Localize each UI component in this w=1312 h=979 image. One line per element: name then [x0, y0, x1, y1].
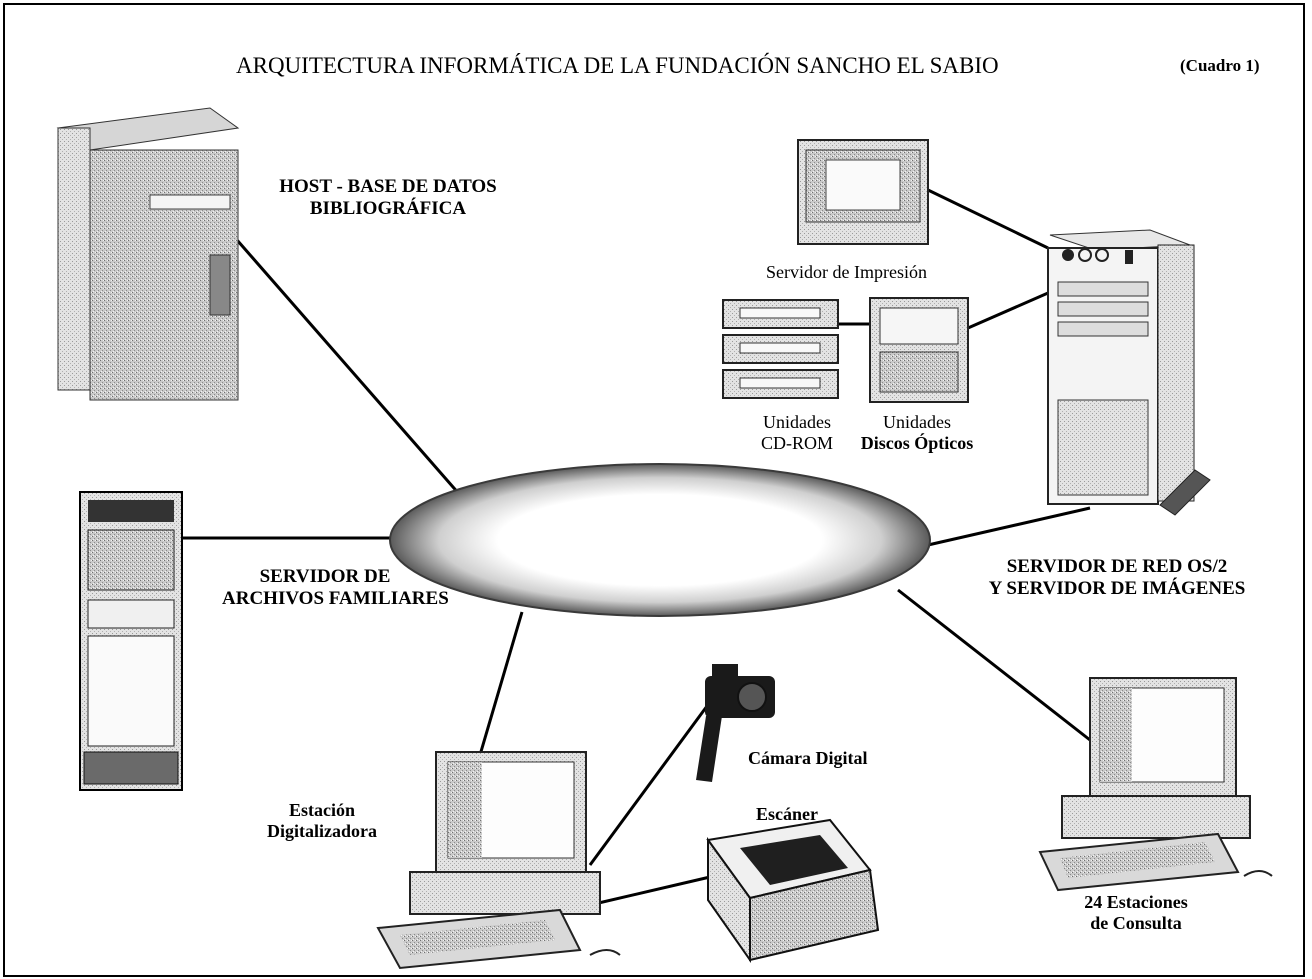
network-server-label: SERVIDOR DE RED OS/2 Y SERVIDOR DE IMÁGE… — [980, 556, 1254, 601]
host-label-line1: HOST - BASE DE DATOS — [279, 176, 497, 197]
file-server-label: SERVIDOR DE ARCHIVOS FAMILIARES — [222, 566, 449, 611]
host-label-line2: BIBLIOGRÁFICA — [309, 198, 467, 220]
network-hub — [389, 463, 931, 617]
link-camera — [588, 701, 712, 866]
optical-label-line2: Discos Ópticos — [860, 433, 974, 454]
connection-lines — [180, 188, 1091, 907]
camera-icon — [696, 664, 775, 782]
link-scan-station — [478, 611, 524, 756]
consult-label-line1: 24 Estaciones — [1084, 892, 1188, 912]
link-host — [235, 239, 462, 496]
consult-label-line2: de Consulta — [1090, 913, 1182, 934]
host-label: HOST - BASE DE DATOS BIBLIOGRÁFICA — [270, 176, 506, 221]
diagram-frame — [3, 3, 1305, 977]
link-print-server — [927, 188, 1049, 250]
link-consult — [897, 588, 1091, 742]
optical-label: Unidades Discos Ópticos — [850, 412, 984, 454]
scan-station-label-line1: Estación — [288, 800, 355, 820]
link-optical — [967, 291, 1049, 330]
cdrom-label: Unidades CD-ROM — [752, 412, 842, 454]
workstation-icon — [1038, 677, 1273, 892]
tower-server-icon — [1047, 229, 1211, 516]
scan-station-label: Estación Digitalizadora — [262, 800, 382, 842]
link-network-server — [927, 506, 1091, 547]
diagram-title: ARQUITECTURA INFORMÁTICA DE LA FUNDACIÓN… — [236, 53, 999, 78]
cdrom-label-line2: CD-ROM — [760, 433, 833, 454]
network-server-label-line2: Y SERVIDOR DE IMÁGENES — [988, 578, 1246, 600]
figure-tag: (Cuadro 1) — [1180, 56, 1260, 75]
print-server-label: Servidor de Impresión — [766, 262, 927, 282]
workstation-icon — [376, 751, 621, 970]
scanner-label: Escáner — [756, 804, 818, 824]
file-server-label-line2: ARCHIVOS FAMILIARES — [222, 588, 449, 610]
server-rack-icon — [79, 491, 183, 791]
cdrom-label-line1: Unidades — [763, 412, 831, 432]
consult-label: 24 Estaciones de Consulta — [1066, 892, 1206, 934]
camera-label: Cámara Digital — [748, 748, 868, 768]
link-scanner — [589, 875, 711, 907]
scanner-icon — [706, 818, 880, 964]
file-server-label-line1: SERVIDOR DE — [259, 566, 391, 587]
scan-station-label-line2: Digitalizadora — [267, 821, 377, 842]
mainframe-icon — [56, 107, 240, 401]
printer-icon — [797, 139, 929, 245]
optical-label-line1: Unidades — [883, 412, 951, 432]
cdrom-stack-icon — [722, 299, 839, 399]
network-server-label-line1: SERVIDOR DE RED OS/2 — [1006, 556, 1228, 577]
optical-drive-icon — [869, 297, 969, 403]
